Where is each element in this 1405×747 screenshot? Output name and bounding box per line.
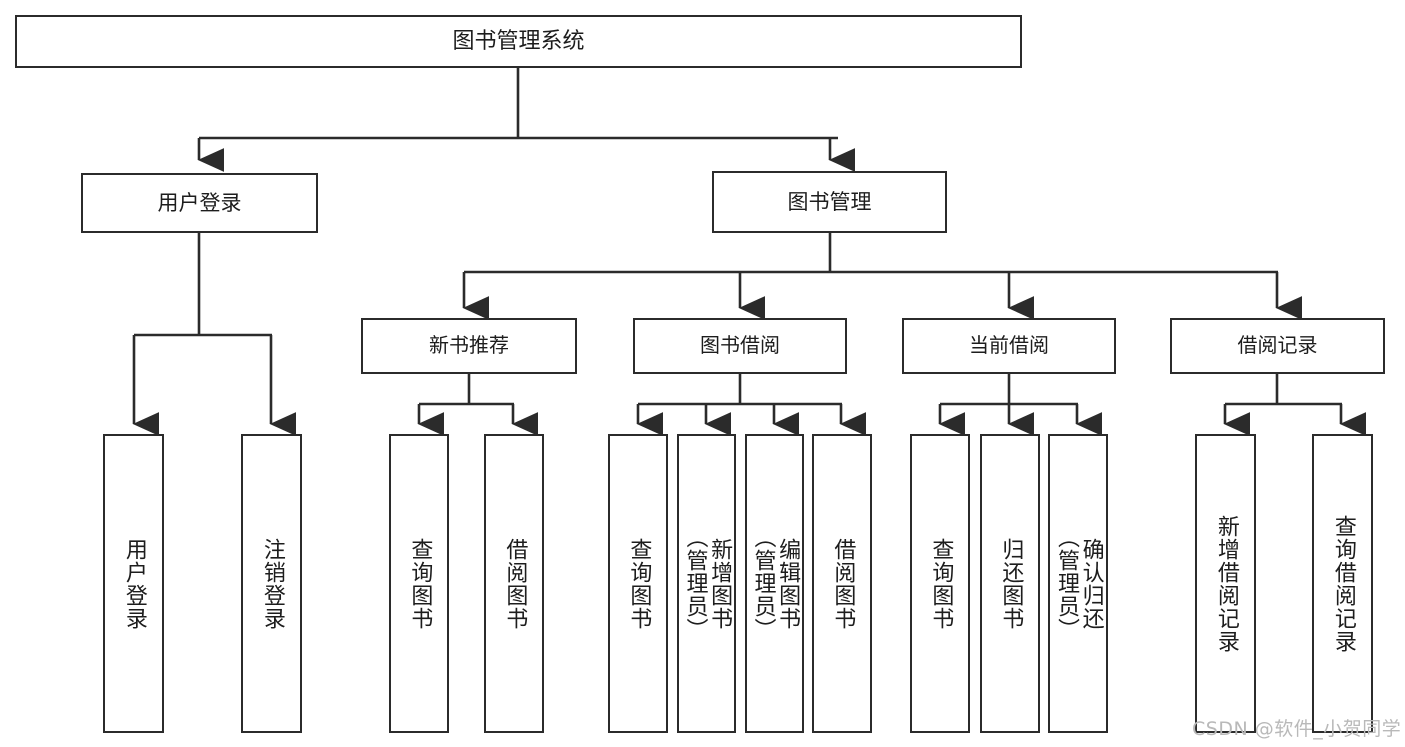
node-label: 新增图书 （管理员） [682,526,733,641]
node-label: 查询图书 [626,537,652,630]
node-label: 查询借阅记录 [1330,514,1356,653]
node-label: 新书推荐 [429,333,509,358]
leaf-query-book-borrow[interactable]: 查询图书 [608,434,668,733]
watermark-text: CSDN @软件_小贺同学 [1192,718,1402,740]
node-label: 注销登录 [259,537,285,630]
node-label: 借阅图书 [830,537,856,630]
leaf-query-borrow-record[interactable]: 查询借阅记录 [1312,434,1373,733]
node-borrow-record[interactable]: 借阅记录 [1170,318,1385,374]
node-current-borrow[interactable]: 当前借阅 [902,318,1116,374]
node-label: 图书借阅 [700,333,780,358]
node-label: 图书管理系统 [452,28,585,54]
leaf-logout[interactable]: 注销登录 [241,434,302,733]
node-label: 查询图书 [928,537,954,630]
node-book-borrow[interactable]: 图书借阅 [633,318,847,374]
node-label: 借阅图书 [502,537,528,630]
leaf-edit-book-admin[interactable]: 编辑图书 （管理员） [745,434,804,733]
leaf-return-book[interactable]: 归还图书 [980,434,1040,733]
leaf-add-borrow-record[interactable]: 新增借阅记录 [1195,434,1256,733]
node-label: 借阅记录 [1237,333,1318,358]
node-label: 归还图书 [998,537,1024,630]
node-root-system[interactable]: 图书管理系统 [15,15,1022,68]
node-new-book-recommend[interactable]: 新书推荐 [361,318,577,374]
node-label: 用户登录 [157,190,242,215]
leaf-add-book-admin[interactable]: 新增图书 （管理员） [677,434,736,733]
leaf-query-book-recommend[interactable]: 查询图书 [389,434,449,733]
leaf-borrow-book[interactable]: 借阅图书 [812,434,872,733]
leaf-borrow-book-recommend[interactable]: 借阅图书 [484,434,544,733]
node-label: 当前借阅 [969,333,1049,358]
node-label: 新增借阅记录 [1213,514,1239,653]
node-user-login[interactable]: 用户登录 [81,173,318,233]
leaf-user-login[interactable]: 用户登录 [103,434,164,733]
leaf-query-book-current[interactable]: 查询图书 [910,434,970,733]
node-book-management[interactable]: 图书管理 [712,171,947,233]
node-label: 用户登录 [121,537,147,630]
node-label: 查询图书 [407,537,433,630]
node-label: 图书管理 [787,189,872,214]
node-label: 确认归还 （管理员） [1054,526,1104,641]
leaf-confirm-return-admin[interactable]: 确认归还 （管理员） [1048,434,1108,733]
node-label: 编辑图书 （管理员） [750,526,801,641]
